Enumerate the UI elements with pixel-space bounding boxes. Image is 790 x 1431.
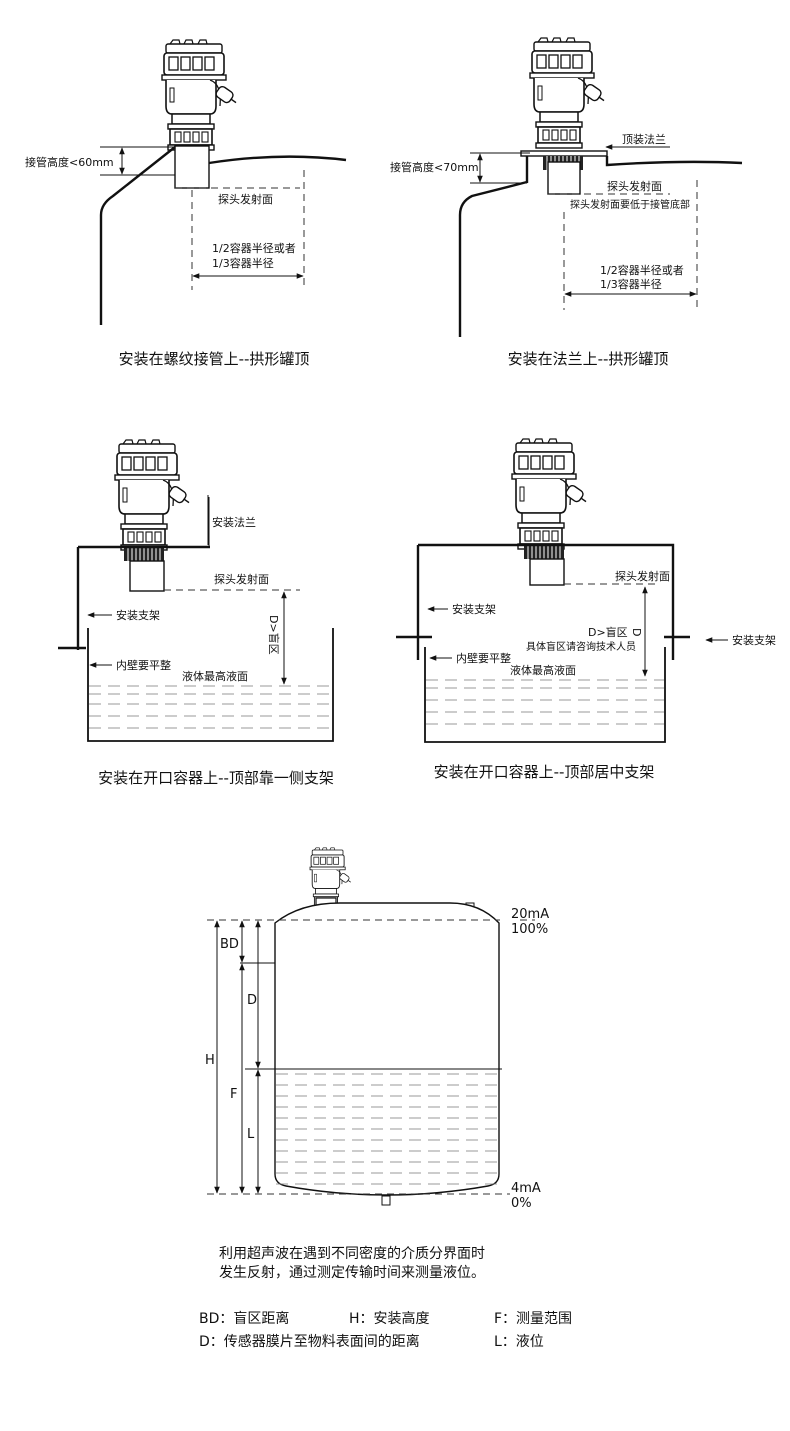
- fig4-blind-note: 具体盲区请咨询技术人员: [526, 640, 636, 653]
- fig5-f-label: F: [230, 1087, 237, 1102]
- fig3-blind-label: D>盲区: [267, 615, 281, 655]
- fig1-radius-line1: 1/2容器半径或者: [212, 241, 296, 255]
- description: 利用超声波在遇到不同密度的介质分界面时 发生反射，通过测定传输时间来测量液位。: [219, 1245, 485, 1281]
- fig1-threaded-pipe-dome: 接管高度<60mm 探头发射面 1/2容器半径或者 1/3容器半径 安装在螺纹接…: [25, 39, 347, 368]
- fig5-top-ma: 20mA: [511, 907, 549, 922]
- fig4-max-level-label: 液体最高液面: [510, 663, 576, 677]
- legend-h: H：安装高度: [349, 1310, 430, 1327]
- fig3-bracket-label: 安装支架: [116, 608, 160, 622]
- legend-bd: BD：盲区距离: [199, 1310, 289, 1327]
- fig2-probe-face-label: 探头发射面: [607, 179, 662, 193]
- fig5-l-label: L: [247, 1127, 255, 1142]
- fig5-level-measurement-tank: BD D H F L 20mA 100% 4mA 0%: [205, 847, 549, 1211]
- fig1-caption: 安装在螺纹接管上--拱形罐顶: [119, 350, 310, 368]
- legend: BD：盲区距离 H：安装高度 F：测量范围 D：传感器膜片至物料表面间的距离 L…: [199, 1310, 572, 1350]
- fig4-caption: 安装在开口容器上--顶部居中支架: [434, 763, 655, 781]
- fig5-d-label: D: [247, 993, 257, 1008]
- fig5-bottom-pct: 0%: [511, 1196, 532, 1211]
- fig4-inner-wall-label: 内壁要平整: [456, 651, 511, 665]
- fig5-bd-label: BD: [220, 937, 239, 952]
- fig4-bracket-right-label: 安装支架: [732, 633, 776, 647]
- fig3-max-level-label: 液体最高液面: [182, 669, 248, 683]
- fig4-probe-face-label: 探头发射面: [615, 569, 670, 583]
- fig4-bracket-left-label: 安装支架: [452, 602, 496, 616]
- fig3-inner-wall-label: 内壁要平整: [116, 658, 171, 672]
- fig4-d-label: D: [630, 628, 643, 636]
- fig4-blind-label: D>盲区: [588, 625, 628, 639]
- description-line1: 利用超声波在遇到不同密度的介质分界面时: [219, 1245, 485, 1262]
- legend-l: L：液位: [494, 1334, 544, 1350]
- fig1-pipe-height-label: 接管高度<60mm: [25, 155, 114, 169]
- fig3-flange-label: 安装法兰: [212, 515, 256, 529]
- fig5-bottom-ma: 4mA: [511, 1181, 541, 1196]
- fig2-radius-line2: 1/3容器半径: [600, 277, 662, 291]
- fig3-caption: 安装在开口容器上--顶部靠一侧支架: [98, 769, 334, 787]
- fig2-probe-note: 探头发射面要低于接管底部: [570, 198, 690, 211]
- fig2-top-flange-label: 顶装法兰: [622, 132, 666, 146]
- fig2-caption: 安装在法兰上--拱形罐顶: [508, 350, 669, 368]
- legend-f: F：测量范围: [494, 1310, 572, 1327]
- fig1-probe-face-label: 探头发射面: [218, 192, 273, 206]
- description-line2: 发生反射，通过测定传输时间来测量液位。: [219, 1265, 485, 1281]
- legend-d: D：传感器膜片至物料表面间的距离: [199, 1333, 420, 1350]
- fig1-radius-line2: 1/3容器半径: [212, 256, 274, 270]
- fig3-probe-face-label: 探头发射面: [214, 572, 269, 586]
- fig2-pipe-height-label: 接管高度<70mm: [390, 160, 479, 174]
- fig4-open-center-bracket: 探头发射面 安装支架 安装支架 D>盲区 D 具体盲区请咨询技术人员 内壁要平整…: [396, 438, 776, 781]
- fig2-radius-line1: 1/2容器半径或者: [600, 263, 684, 277]
- fig5-h-label: H: [205, 1053, 215, 1068]
- fig3-open-side-bracket: 安装法兰 探头发射面 安装支架 D>盲区 内壁要平整 液体最高液面 安装在开口容…: [58, 439, 334, 787]
- fig5-top-pct: 100%: [511, 922, 548, 937]
- fig2-flange-dome: 顶装法兰 接管高度<70mm 探头发射面 探头发射面要低于接管底部 1/2容器半…: [390, 37, 743, 368]
